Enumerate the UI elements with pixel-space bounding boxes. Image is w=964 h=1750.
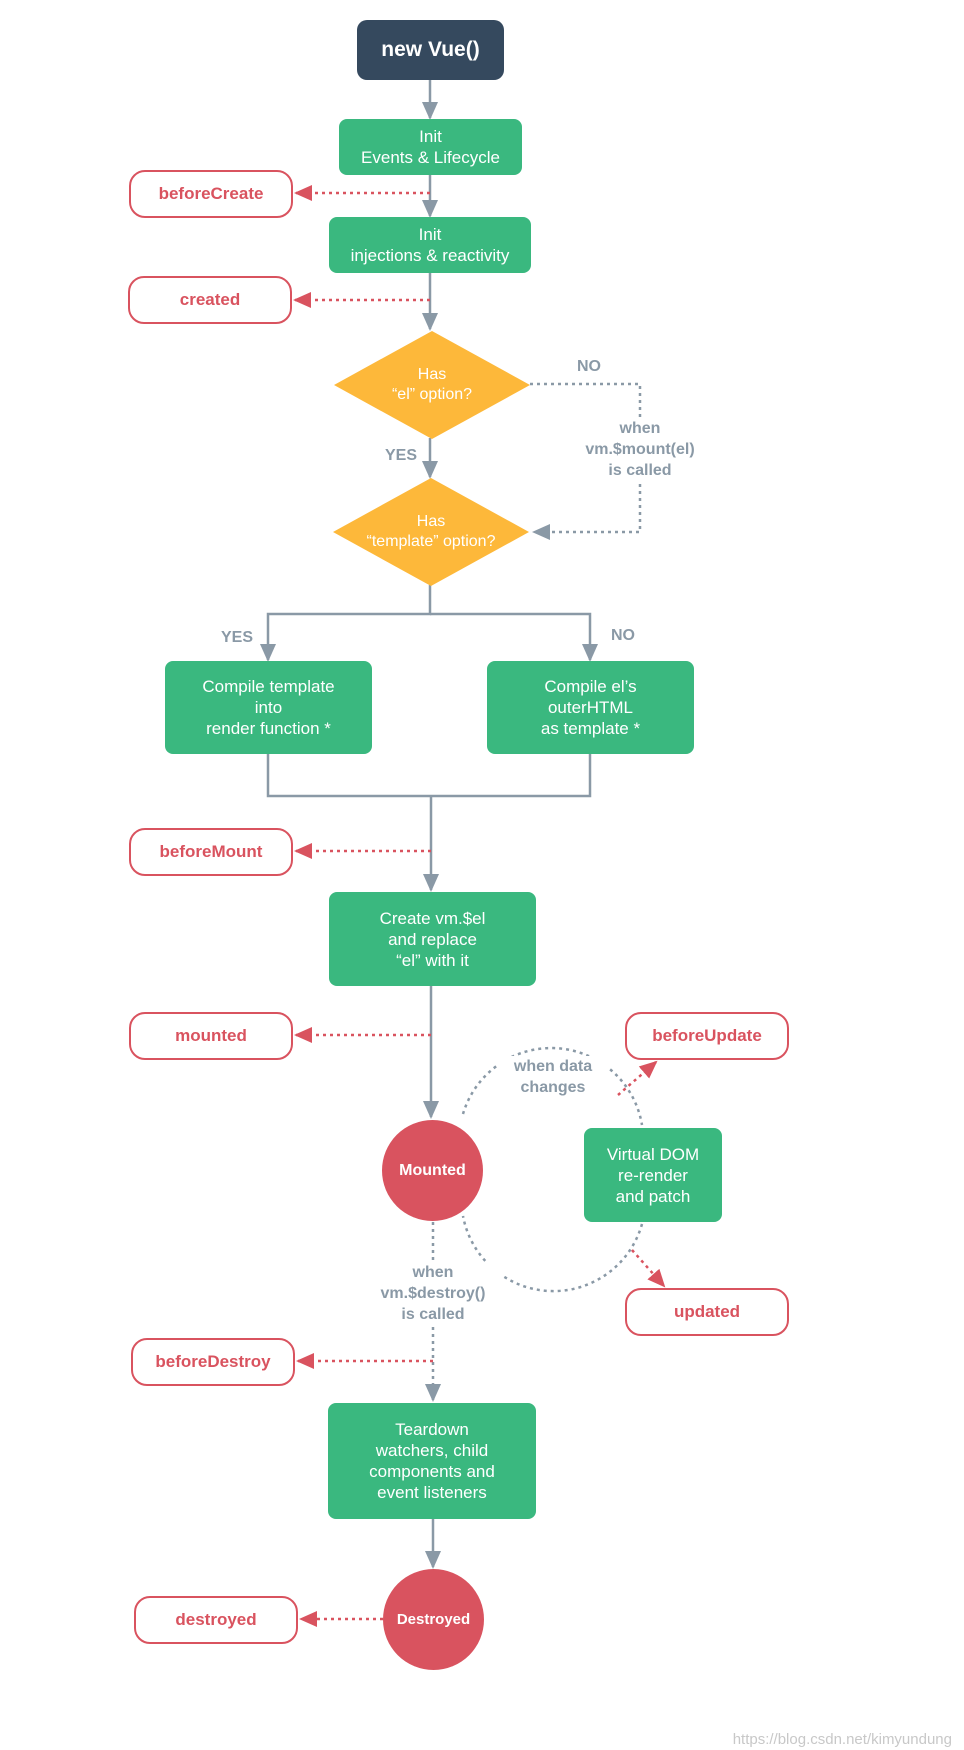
init-events-node: Init Events & Lifecycle	[339, 119, 522, 175]
new-vue-node: new Vue()	[357, 20, 504, 80]
watermark-text: https://blog.csdn.net/kimyundung	[732, 1731, 952, 1748]
create-el-node: Create vm.$el and replace “el” with it	[329, 892, 536, 986]
connector-compile-join	[266, 754, 592, 798]
created-hook: created	[128, 276, 292, 324]
destroyed-hook: destroyed	[134, 1596, 298, 1644]
has-template-decision-text: Has “template” option?	[366, 513, 496, 550]
yes-template-label: YES	[220, 629, 253, 646]
no-template-label: NO	[611, 627, 635, 644]
init-injections-node: Init injections & reactivity	[329, 217, 531, 273]
update-loop-top	[461, 1046, 644, 1126]
before-destroy-hook: beforeDestroy	[131, 1338, 295, 1386]
when-data-changes-label: when data changes	[498, 1056, 608, 1098]
compile-template-node: Compile template into render function *	[165, 661, 372, 754]
before-update-hook: beforeUpdate	[625, 1012, 789, 1060]
when-mount-label: when vm.$mount(el) is called	[565, 418, 715, 481]
compile-el-node: Compile el’s outerHTML as template *	[487, 661, 694, 754]
updated-hook: updated	[625, 1288, 789, 1336]
no-el-label: NO	[577, 358, 601, 375]
before-create-hook: beforeCreate	[129, 170, 293, 218]
destroyed-state: Destroyed	[383, 1569, 484, 1670]
mounted-hook: mounted	[129, 1012, 293, 1060]
has-el-decision: Has “el” option?	[334, 331, 530, 439]
yes-el-label: YES	[384, 447, 417, 464]
teardown-node: Teardown watchers, child components and …	[328, 1403, 536, 1519]
connector-template-no	[430, 612, 598, 662]
update-loop-bottom	[461, 1215, 644, 1293]
mounted-state: Mounted	[382, 1120, 483, 1221]
connector-before-update	[617, 1060, 658, 1096]
has-el-decision-text: Has “el” option?	[391, 366, 473, 403]
virtual-dom-node: Virtual DOM re-render and patch	[584, 1128, 722, 1222]
connector-template-split	[260, 585, 432, 662]
connector-updated	[631, 1249, 666, 1288]
before-mount-hook: beforeMount	[129, 828, 293, 876]
when-destroy-label: when vm.$destroy() is called	[363, 1262, 503, 1325]
has-template-decision: Has “template” option?	[333, 478, 529, 586]
